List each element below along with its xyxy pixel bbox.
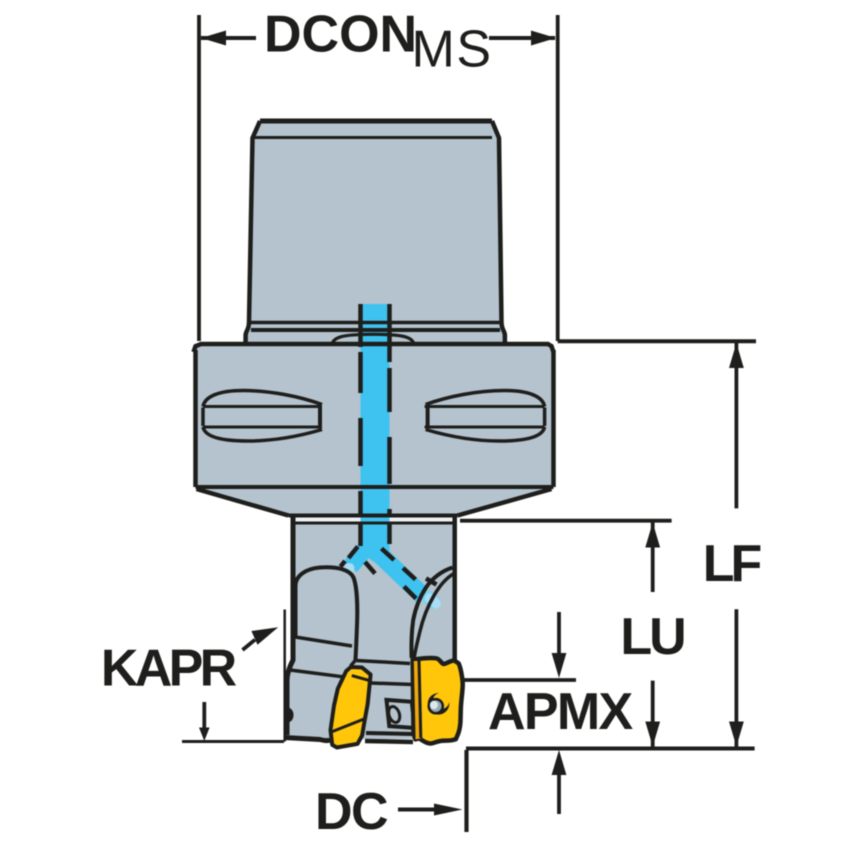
svg-text:LU: LU: [620, 608, 684, 666]
svg-text:DC: DC: [315, 783, 388, 841]
svg-text:LF: LF: [703, 535, 761, 593]
svg-text:DCON: DCON: [264, 5, 417, 63]
svg-text:APMX: APMX: [488, 683, 634, 741]
svg-text:MS: MS: [412, 21, 493, 79]
svg-text:KAPR: KAPR: [101, 639, 237, 697]
